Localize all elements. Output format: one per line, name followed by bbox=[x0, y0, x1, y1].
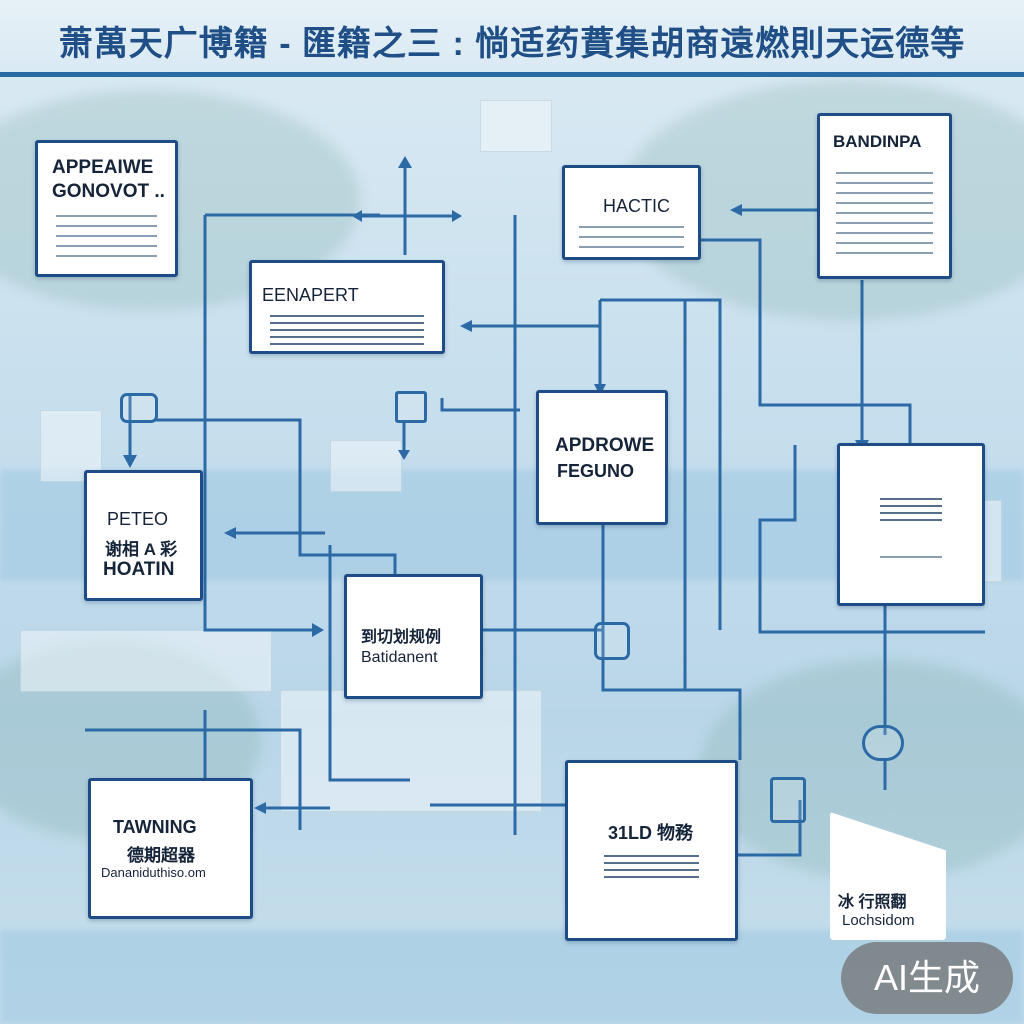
connector-node bbox=[395, 391, 427, 423]
card-center: 到切划规例 Batidanent bbox=[344, 574, 483, 699]
card-hactic-title: HACTIC bbox=[603, 196, 670, 217]
card-peteo-line3: HOATIN bbox=[103, 559, 174, 581]
card-bandinpa-title: BANDINPA bbox=[833, 132, 921, 152]
card-right-text-lines bbox=[880, 498, 942, 526]
card-center-line1: 到切划规例 bbox=[361, 623, 441, 647]
card-tawning-line1: TAWNING bbox=[113, 817, 197, 838]
arrow-head bbox=[312, 623, 324, 637]
arrow-head bbox=[452, 210, 462, 222]
connector-node bbox=[120, 393, 158, 423]
card-peteo: PETEO 谢相 A 彩 HOATIN bbox=[84, 470, 203, 601]
card-peteo-line1: PETEO bbox=[107, 509, 168, 530]
card-appeal-line2: GONOVOT .. bbox=[52, 181, 165, 203]
card-sild-text-lines bbox=[604, 855, 699, 883]
card-hactic-text-lines bbox=[579, 226, 684, 256]
card-sild-title: 31LD 物務 bbox=[608, 819, 693, 845]
connector-node bbox=[594, 622, 630, 660]
card-enapert: EENAPERT bbox=[249, 260, 445, 354]
arrow-head bbox=[398, 156, 412, 168]
arrow-head bbox=[224, 527, 236, 539]
card-tawning-line3: Dananiduthiso.om bbox=[101, 865, 206, 880]
arrow-head bbox=[254, 802, 266, 814]
arrow-head bbox=[460, 320, 472, 332]
connector-node bbox=[862, 725, 904, 761]
card-right-text-lines bbox=[880, 556, 942, 566]
card-peteo-line2: 谢相 A 彩 bbox=[105, 535, 177, 560]
card-appeal: APPEAIWE GONOVOT .. bbox=[35, 140, 178, 277]
card-apdrowe-line1: APDROWE bbox=[555, 435, 654, 457]
card-tawning-line2: 德期超器 bbox=[127, 841, 195, 866]
arrow-head bbox=[123, 455, 137, 468]
card-corner-line1: 冰 行照翻 bbox=[838, 888, 906, 912]
card-enapert-title: EENAPERT bbox=[262, 285, 359, 306]
card-right-panel bbox=[837, 443, 985, 606]
connector-node bbox=[770, 777, 806, 823]
card-apdrowe: APDROWE FEGUNO bbox=[536, 390, 668, 525]
card-appeal-text-lines bbox=[56, 215, 157, 265]
connector-line bbox=[442, 398, 520, 410]
card-corner-line2: Lochsidom bbox=[842, 912, 915, 929]
card-tawning: TAWNING 德期超器 Dananiduthiso.om bbox=[88, 778, 253, 919]
card-center-line2: Batidanent bbox=[361, 649, 438, 667]
card-appeal-line1: APPEAIWE bbox=[52, 157, 153, 179]
card-sild: 31LD 物務 bbox=[565, 760, 738, 941]
card-bandinpa: BANDINPA bbox=[817, 113, 952, 279]
ai-generated-badge: AI生成 bbox=[841, 942, 1013, 1014]
card-hactic: HACTIC bbox=[562, 165, 701, 260]
arrow-head bbox=[398, 450, 410, 460]
card-enapert-text-lines bbox=[270, 315, 424, 350]
card-apdrowe-line2: FEGUNO bbox=[557, 461, 634, 482]
arrow-head bbox=[730, 204, 742, 216]
card-bandinpa-text-lines bbox=[836, 172, 933, 262]
